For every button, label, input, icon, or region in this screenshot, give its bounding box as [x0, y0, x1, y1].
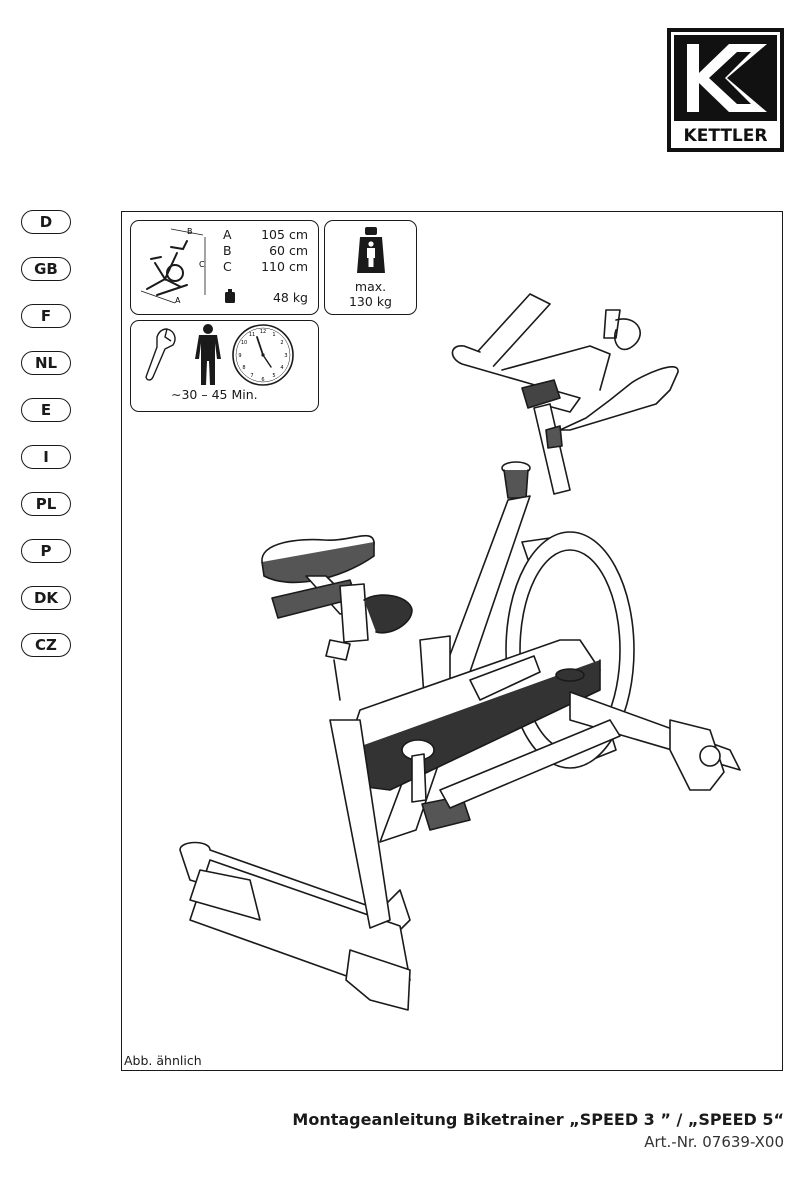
language-badge: F: [21, 304, 71, 328]
svg-text:4: 4: [280, 365, 283, 371]
language-badge: E: [21, 398, 71, 422]
svg-text:9: 9: [238, 353, 241, 359]
svg-text:10: 10: [241, 340, 247, 346]
svg-text:2: 2: [280, 340, 283, 346]
kettler-logo: KETTLER: [667, 28, 784, 152]
assembly-time-box: 12 1 2 3 4 5 6 7 8 9 10 11 ∼30 – 45 Min.: [130, 320, 319, 412]
language-badge: PL: [21, 492, 71, 516]
mini-bike-diagram: B C A: [140, 227, 206, 305]
language-badge: D: [21, 210, 71, 234]
svg-text:12: 12: [260, 329, 266, 335]
svg-text:11: 11: [249, 332, 255, 338]
svg-text:3: 3: [284, 353, 287, 359]
manual-title: Montageanleitung Biketrainer „SPEED 3 ” …: [292, 1110, 784, 1129]
illustration-note: Abb. ähnlich: [124, 1053, 202, 1068]
max-load-box: max. 130 kg: [324, 220, 417, 315]
weight-icon: [225, 289, 235, 303]
brand-name: KETTLER: [684, 126, 768, 146]
svg-text:B: B: [187, 227, 193, 236]
wrench-icon: [145, 328, 176, 381]
clock-icon: 12 1 2 3 4 5 6 7 8 9 10 11: [232, 324, 294, 386]
max-load-value: 130 kg: [348, 294, 392, 309]
language-badge: NL: [21, 351, 71, 375]
max-load-label: max.: [354, 279, 387, 294]
svg-text:C: C: [199, 260, 205, 269]
svg-text:1: 1: [272, 332, 275, 338]
svg-text:A: A: [175, 296, 181, 305]
svg-text:7: 7: [250, 373, 253, 379]
assembly-duration: ∼30 – 45 Min.: [171, 387, 258, 402]
svg-text:6: 6: [261, 377, 264, 383]
illustration-frame: [121, 211, 783, 1071]
language-badge: P: [21, 539, 71, 563]
weight-person-icon: [357, 227, 385, 273]
language-badge: CZ: [21, 633, 71, 657]
svg-text:5: 5: [272, 373, 275, 379]
language-badge: I: [21, 445, 71, 469]
article-number: Art.-Nr. 07639-X00: [644, 1133, 784, 1151]
svg-text:8: 8: [242, 365, 245, 371]
language-badge: DK: [21, 586, 71, 610]
person-icon: [195, 324, 221, 385]
dimensions-box: B C A A 105 cm B 60 cm C 110 cm 48 kg: [130, 220, 319, 315]
bike-trainer-illustration: [179, 293, 741, 1011]
language-badge: GB: [21, 257, 71, 281]
